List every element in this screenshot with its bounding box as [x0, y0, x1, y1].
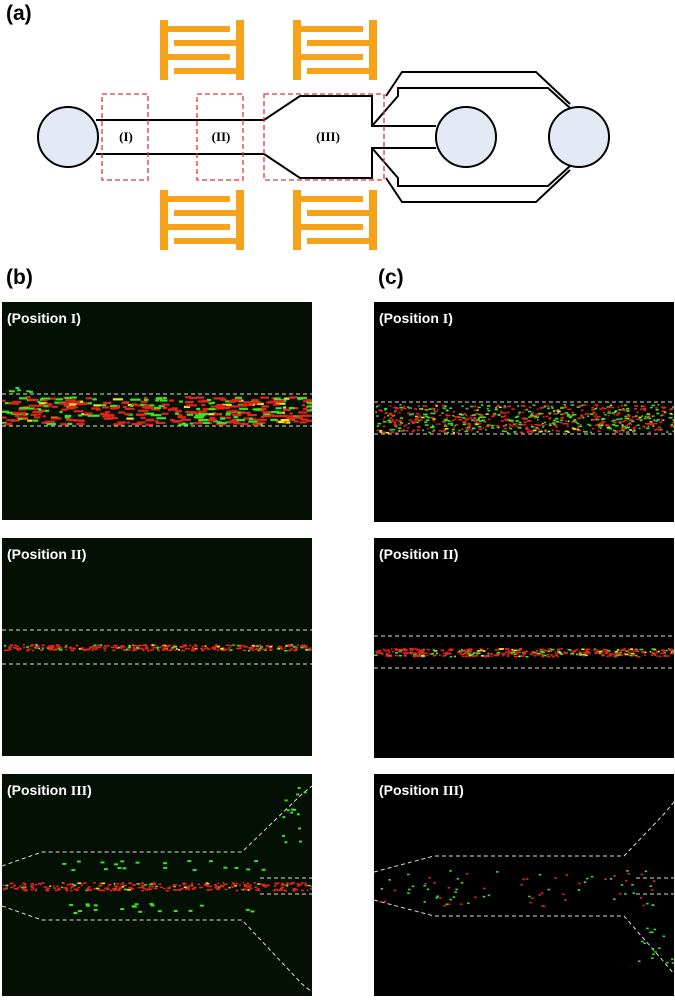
- region-label-iii: (III): [316, 129, 340, 144]
- panel-a-letter: (a): [6, 2, 32, 25]
- position-label-b2: (Position II): [7, 546, 87, 563]
- particles-c1: [374, 401, 674, 435]
- particles-c3: [374, 801, 674, 975]
- device-schematic: (I) (II) (III): [37, 20, 610, 250]
- region-box-i: [101, 93, 149, 181]
- electrode-top-right: [293, 20, 377, 80]
- particles-c2: [374, 635, 674, 669]
- panel-b-letter: (b): [6, 266, 33, 289]
- particles-b1: [2, 386, 312, 427]
- position-label-c3: (Position III): [379, 782, 464, 799]
- position-label-c1: (Position I): [379, 310, 453, 327]
- region-box-ii: [196, 93, 244, 181]
- panel-c-letter: (c): [378, 266, 404, 289]
- microchannel: [96, 71, 571, 203]
- region-label-ii: (II): [212, 129, 231, 144]
- micrograph-b-position-2: (Position II): [2, 538, 312, 756]
- particles-b3: [2, 785, 312, 993]
- position-label-b1: (Position I): [7, 310, 81, 327]
- micrograph-b-position-1: (Position I): [2, 302, 312, 520]
- side-outlet-reservoir: [548, 106, 610, 168]
- region-box-iii: [263, 93, 385, 181]
- electrode-top-left: [160, 20, 244, 80]
- particles-b2: [2, 629, 312, 665]
- micrograph-c-position-1: (Position I): [374, 302, 674, 522]
- electrode-bottom-right: [293, 190, 377, 250]
- region-label-i: (I): [119, 129, 133, 144]
- inlet-reservoir: [37, 106, 99, 168]
- micrograph-c-position-3: (Position III): [374, 774, 674, 996]
- position-label-c2: (Position II): [379, 546, 459, 563]
- electrode-bottom-left: [160, 190, 244, 250]
- position-label-b3: (Position III): [7, 782, 92, 799]
- micrograph-c-position-2: (Position II): [374, 538, 674, 758]
- center-outlet-reservoir: [435, 106, 497, 168]
- micrograph-b-position-3: (Position III): [2, 774, 312, 996]
